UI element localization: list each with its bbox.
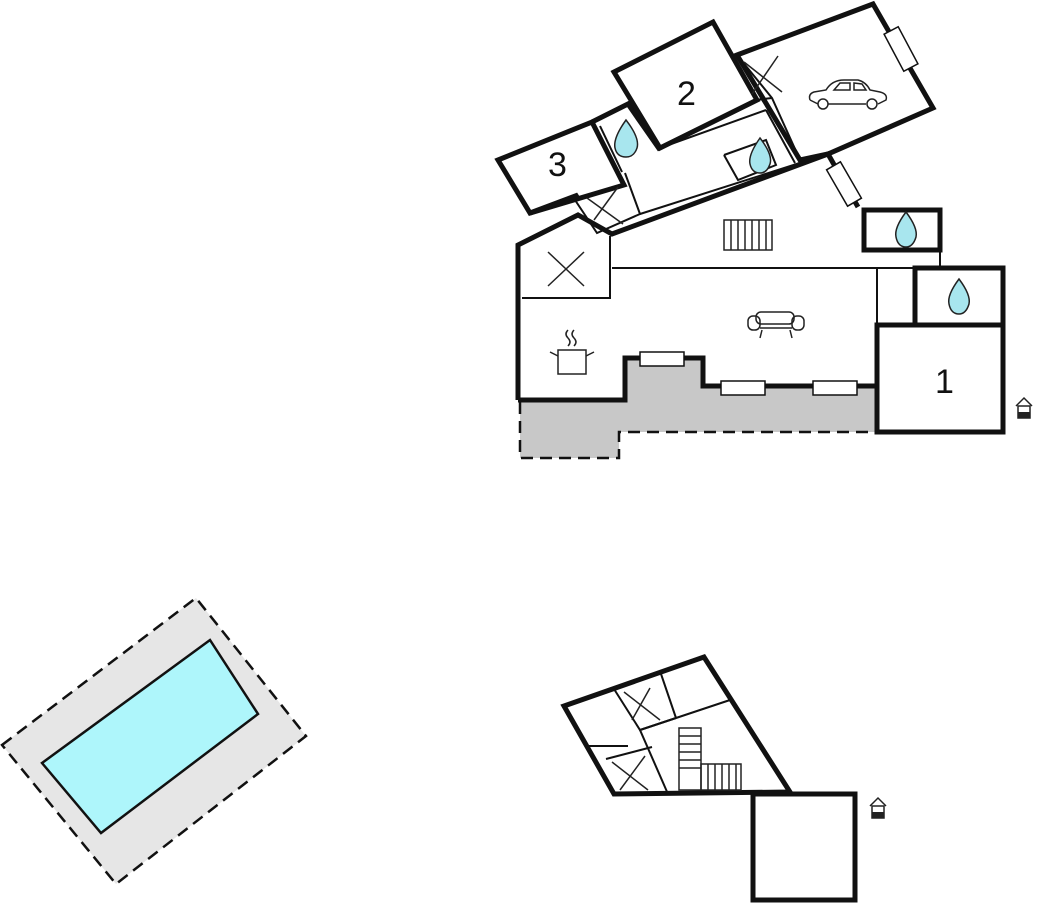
bathroom-north-east — [861, 207, 943, 268]
water-drop-icon — [947, 277, 971, 315]
window — [825, 160, 863, 208]
stairs-icon — [678, 727, 742, 791]
window — [639, 351, 685, 367]
annex-room — [750, 791, 858, 903]
room-3-label: 3 — [548, 146, 567, 184]
storage-x-icon — [611, 755, 649, 791]
entrance-icon — [869, 796, 887, 819]
garage — [733, 0, 937, 163]
upper-wing: 3 2 — [494, 0, 937, 235]
entrance-icon — [1015, 396, 1033, 419]
pool-area — [0, 596, 308, 886]
room-2-label: 2 — [677, 75, 696, 113]
main-house: 1 3 2 — [494, 0, 1033, 460]
window — [720, 380, 766, 396]
storage-x-icon — [547, 251, 585, 287]
water-drop-icon — [613, 118, 639, 158]
storage-x-icon — [586, 186, 624, 225]
cooking-pot-icon — [549, 329, 595, 375]
water-drop-icon — [748, 136, 772, 174]
sofa-icon — [747, 311, 805, 339]
storage-wall — [522, 236, 611, 299]
window — [812, 380, 858, 396]
car-icon — [808, 79, 888, 110]
water-drop-icon — [894, 210, 918, 248]
room-3 — [494, 118, 628, 216]
window — [883, 25, 919, 73]
bathroom-east — [876, 265, 1006, 325]
annex — [560, 653, 887, 903]
room-1: 1 — [874, 322, 1006, 435]
room-1-label: 1 — [935, 363, 954, 401]
terrace — [518, 358, 877, 460]
pool-icon — [40, 638, 260, 835]
stairs-icon — [723, 219, 773, 251]
storage-x-icon — [623, 687, 661, 721]
main-block-walls — [515, 150, 861, 400]
storage-x-icon — [743, 55, 783, 95]
